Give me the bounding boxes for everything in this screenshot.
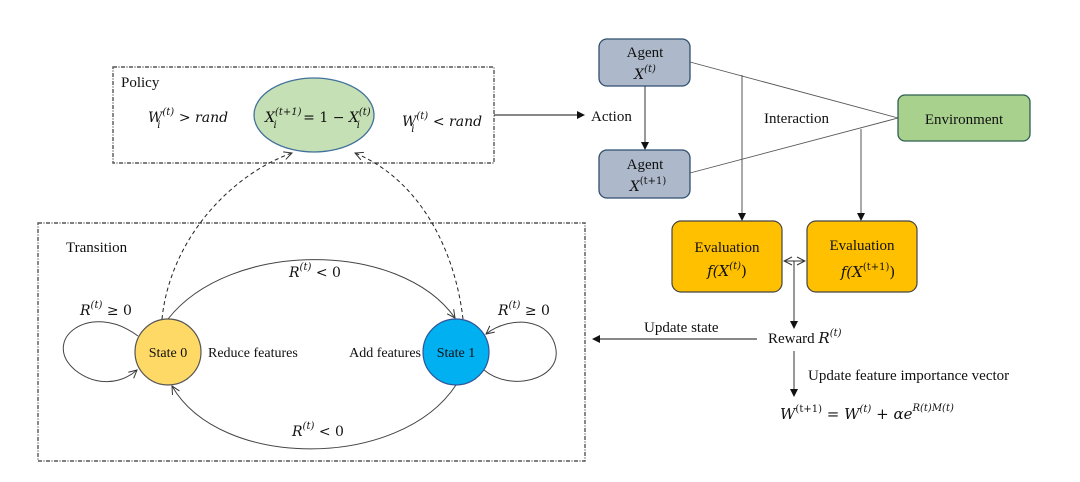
policy-panel: Policy W(t)i > rand X(t+1)i = 1 − X(t)i … [112,66,495,164]
update-weights-label: Update feature importance vector [808,368,1009,384]
agent-t1-node: Agent X(t+1) [598,149,691,199]
state1-action: Add features [349,346,421,361]
agent-t1-title: Agent [627,157,664,173]
policy-left-condition: W(t)i > rand [148,107,228,131]
action-label: Action [591,109,632,125]
environment-node: Environment [897,94,1031,142]
state0-node [134,318,202,386]
policy-right-condition: W(t)i < rand [402,111,482,135]
flip-rule-formula: X(t+1)i = 1 − X(t)i [264,107,371,131]
agent-t-node: Agent X(t) [598,38,691,87]
interaction-line-bottom [689,117,899,174]
evaluation-t1-title: Evaluation [830,238,895,254]
environment-box [897,94,1031,142]
state0-label: State 0 [149,346,188,361]
evaluation-t-box [671,220,783,293]
state1-node [422,318,490,386]
agent-t-var: X(t) [633,64,656,83]
edge-state0-to-state1 [167,259,455,320]
reward-label: Reward R(t) [768,328,842,347]
environment-label: Environment [925,112,1004,128]
evaluation-t1-fn: f(X(t+1)) [840,262,896,281]
state0-action: Reduce features [208,346,298,361]
agent-t-title: Agent [627,45,664,61]
evaluation-t1-box [806,220,918,293]
agent-t1-var: X(t+1) [629,176,667,195]
edge-state1-to-state0 [172,384,457,450]
evaluation-t-fn: f(X(t)) [706,261,747,280]
interaction-label: Interaction [764,111,829,127]
self-loop-state1-label: R(t) ≥ 0 [497,300,550,319]
transition-panel: Transition R(t) < 0 R(t) < 0 R(t) ≥ 0 R(… [37,222,586,462]
evaluation-t-node: Evaluation f(X(t)) [671,220,783,293]
interaction-line-top [689,61,899,119]
flip-rule-ellipse [253,77,375,153]
self-loop-state0 [62,321,139,383]
state1-label: State 1 [437,346,476,361]
self-loop-state1 [483,321,557,382]
state0-to-policy-dashed-arrow [161,153,292,320]
transition-title: Transition [66,240,128,256]
update-state-label: Update state [644,320,719,336]
evaluation-t1-node: Evaluation f(X(t+1)) [806,220,918,293]
transition-frame [37,222,586,462]
agent-t1-box [598,149,691,199]
state1-to-policy-dashed-arrow [355,153,464,320]
self-loop-state0-label: R(t) ≥ 0 [79,300,132,319]
policy-title: Policy [121,75,160,91]
weight-update-formula: W(t+1) = W(t) + αeR(t)M(t) [780,403,954,423]
policy-frame [112,66,495,164]
top-edge-label: R(t) < 0 [288,262,341,281]
evaluation-t-title: Evaluation [695,240,760,256]
bottom-edge-label: R(t) < 0 [291,421,344,440]
